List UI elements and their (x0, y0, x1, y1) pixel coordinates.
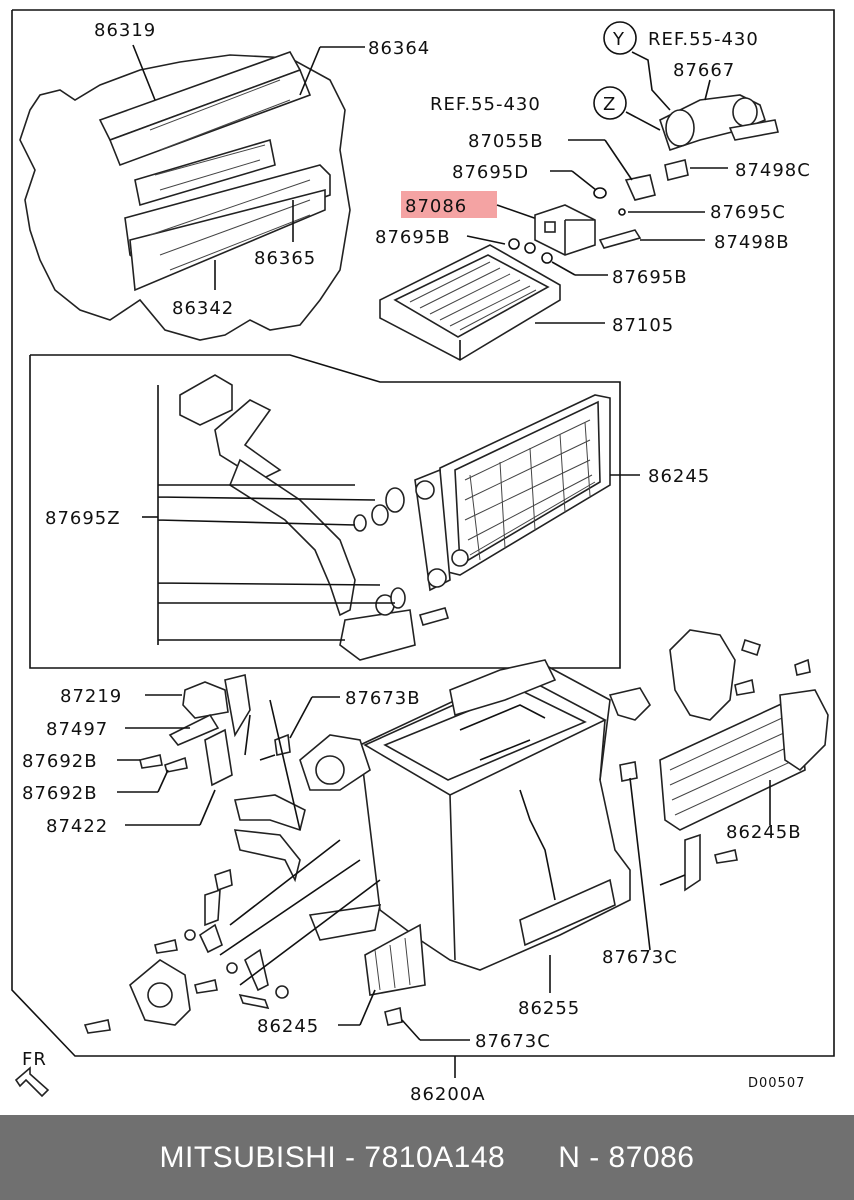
ref-mark-z: Z (603, 94, 616, 115)
actuator-upper (608, 629, 736, 721)
label-87673C-a: 87673C (602, 947, 678, 968)
heater-core-86245 (414, 394, 611, 592)
label-86255: 86255 (518, 998, 580, 1019)
label-87695Z: 87695Z (45, 508, 121, 529)
footer-ref: N - 87086 (558, 1140, 695, 1174)
label-87497: 87497 (46, 719, 108, 740)
label-86365: 86365 (254, 248, 316, 269)
hvac-case-86255 (299, 659, 631, 971)
label-87219: 87219 (60, 686, 122, 707)
label-87695C: 87695C (710, 202, 786, 223)
footer-bar: MITSUBISHI - 7810A148 N - 87086 (0, 1115, 854, 1200)
hose-assembly-87667 (659, 94, 779, 152)
label-86319: 86319 (94, 20, 156, 41)
middle-frame (29, 354, 621, 669)
label-86245-a: 86245 (648, 466, 710, 487)
footer-brand: MITSUBISHI (159, 1140, 337, 1174)
fr-arrow-icon (14, 1066, 50, 1098)
label-87695B-a: 87695B (375, 227, 451, 248)
label-87695B-b: 87695B (612, 267, 688, 288)
top-left-assembly (19, 51, 351, 341)
label-fr: FR (22, 1049, 47, 1070)
label-87692B-b: 87692B (22, 783, 98, 804)
label-87695D: 87695D (452, 162, 529, 183)
heater-core-87105 (379, 244, 561, 361)
footer-separator: - (336, 1140, 365, 1174)
screws (83, 638, 811, 1034)
ref-circle-z (593, 86, 627, 120)
ref-circle-y (603, 21, 637, 55)
diagram-code: D00507 (748, 1076, 805, 1091)
footer-part-number: 7810A148 (364, 1140, 506, 1174)
label-87692B-a: 87692B (22, 751, 98, 772)
label-86200A: 86200A (410, 1084, 486, 1105)
label-86245-b: 86245 (257, 1016, 319, 1037)
pipes-lower (233, 794, 382, 941)
label-87498C: 87498C (735, 160, 811, 181)
label-ref-y: REF.55-430 (648, 29, 759, 50)
label-ref-z: REF.55-430 (430, 94, 541, 115)
heater-core-lower-86245 (364, 923, 426, 996)
heater-core-86245B (659, 689, 829, 831)
highlight-87086 (401, 191, 497, 218)
parts-diagram: 86319 86364 86365 86342 Y REF.55-430 Z R… (11, 9, 835, 1105)
label-87086: 87086 (405, 196, 467, 217)
label-87498B: 87498B (714, 232, 790, 253)
label-86245B: 86245B (726, 822, 802, 843)
label-86342: 86342 (172, 298, 234, 319)
label-87105: 87105 (612, 315, 674, 336)
connector-87086 (534, 204, 596, 256)
label-87673C-b: 87673C (475, 1031, 551, 1052)
pipe-assembly-87695Z (179, 374, 450, 661)
label-87667: 87667 (673, 60, 735, 81)
blend-door-parts (129, 868, 289, 1026)
label-87422: 87422 (46, 816, 108, 837)
footer-gap (505, 1141, 558, 1175)
label-87055B: 87055B (468, 131, 544, 152)
label-86364: 86364 (368, 38, 430, 59)
ref-mark-y: Y (612, 29, 625, 50)
label-87673B: 87673B (345, 688, 421, 709)
